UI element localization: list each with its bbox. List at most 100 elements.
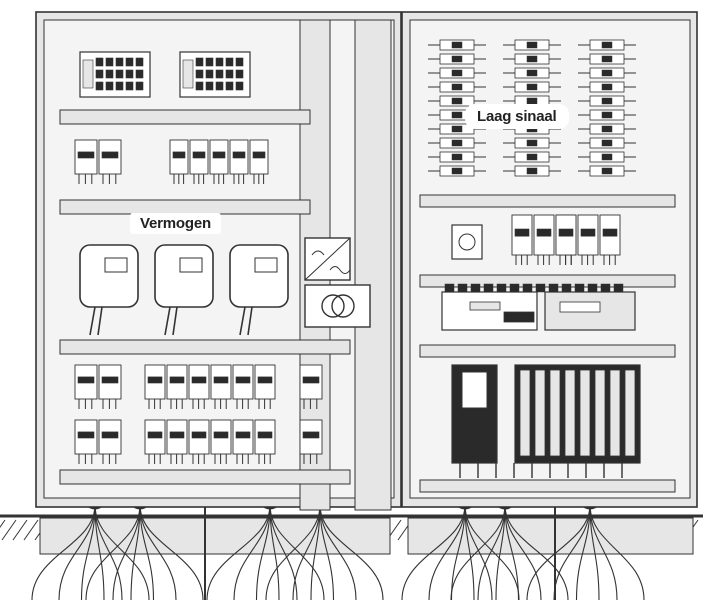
cable-wire — [265, 504, 321, 601]
relay-pin — [235, 81, 244, 91]
cable-wire — [58, 504, 96, 601]
cable-wire — [589, 504, 600, 601]
cable-duct — [419, 344, 676, 358]
cable-wire — [477, 504, 506, 601]
relay-pin — [115, 57, 124, 67]
cable-wire — [80, 504, 96, 601]
terminal-screw — [601, 55, 613, 63]
breaker-toggle — [77, 376, 95, 384]
terminal-screw — [526, 153, 538, 161]
drive-cable — [164, 306, 171, 336]
terminal-screw — [601, 139, 613, 147]
signal-terminal-column — [428, 39, 486, 177]
io-module — [519, 369, 531, 457]
transformer-symbol — [304, 284, 371, 328]
cable-wire — [428, 504, 466, 601]
plc-terminal — [587, 283, 598, 293]
io-module — [564, 369, 576, 457]
breaker-bank — [144, 364, 276, 409]
breaker-toggle — [212, 151, 226, 159]
cable-group — [31, 500, 150, 601]
relay-pin — [225, 81, 234, 91]
drive-cable — [239, 306, 246, 336]
terminal-screw — [601, 167, 613, 175]
terminal-screw — [601, 41, 613, 49]
breaker-bank — [299, 419, 323, 464]
relay-pin — [105, 81, 114, 91]
relay-pin — [115, 81, 124, 91]
plc-terminal — [535, 283, 546, 293]
terminal-screw — [451, 153, 463, 161]
relay-pin — [205, 81, 214, 91]
cable-wire — [589, 504, 618, 601]
breaker-bank — [555, 214, 621, 265]
drive-display — [179, 257, 203, 273]
breaker-toggle — [213, 431, 229, 439]
drive-cable — [97, 306, 103, 336]
relay-pin — [125, 69, 134, 79]
cable-wire — [319, 504, 335, 601]
drive-unit — [229, 244, 289, 336]
signal-terminal-column — [578, 39, 636, 177]
terminal-screw — [451, 167, 463, 175]
relay-pin — [225, 69, 234, 79]
breaker-toggle — [192, 151, 206, 159]
transformer-coil — [331, 294, 355, 318]
io-module — [579, 369, 591, 457]
breaker-bank — [144, 419, 276, 464]
cable-wire — [450, 504, 506, 601]
cable-duct — [59, 109, 311, 125]
terminal-screw — [451, 139, 463, 147]
relay-pin — [105, 69, 114, 79]
breaker-bank — [169, 139, 269, 184]
cable-wire — [206, 504, 271, 601]
breaker-toggle — [302, 376, 320, 384]
relay-pin — [135, 57, 144, 67]
terminal-screw — [451, 69, 463, 77]
cable-duct — [59, 339, 351, 355]
cable-wire — [233, 504, 271, 601]
cable-group — [450, 500, 569, 601]
hatch-stroke — [12, 519, 28, 541]
cable-duct — [419, 479, 676, 493]
cable-wire — [319, 504, 357, 601]
drive-unit-body — [229, 244, 289, 308]
breaker-toggle — [101, 431, 119, 439]
terminal-screw — [601, 69, 613, 77]
relay-module — [179, 51, 251, 98]
socket-outlet — [451, 224, 483, 260]
relay-pin — [205, 57, 214, 67]
cable-wire — [112, 504, 141, 601]
breaker-toggle — [252, 151, 266, 159]
terminal-screw — [451, 83, 463, 91]
breaker-toggle — [302, 431, 320, 439]
cable-wire — [526, 504, 591, 601]
breaker-toggle — [147, 431, 163, 439]
plc-terminal — [574, 283, 585, 293]
cable-wire — [464, 504, 475, 601]
io-module — [549, 369, 561, 457]
breaker-bank — [74, 364, 122, 409]
cable-duct — [59, 199, 311, 215]
power-module-window — [461, 371, 488, 409]
cable-wire — [94, 504, 150, 601]
cable-wire — [504, 504, 542, 601]
relay-pin — [235, 57, 244, 67]
left-cabinet — [35, 11, 402, 511]
relay-pin — [125, 57, 134, 67]
breaker-toggle — [536, 228, 552, 237]
cable-wire — [94, 504, 123, 601]
signal-terminal-column — [503, 39, 561, 177]
relay-pin — [195, 69, 204, 79]
breaker-toggle — [514, 228, 530, 237]
relay-pin — [235, 69, 244, 79]
drive-display — [254, 257, 278, 273]
terminal-screw — [526, 41, 538, 49]
breaker-toggle — [213, 376, 229, 384]
left-plinth — [39, 517, 391, 555]
cable-wire — [139, 504, 155, 601]
cable-wire — [139, 504, 177, 601]
breaker-toggle — [257, 376, 273, 384]
terminal-screw — [451, 97, 463, 105]
